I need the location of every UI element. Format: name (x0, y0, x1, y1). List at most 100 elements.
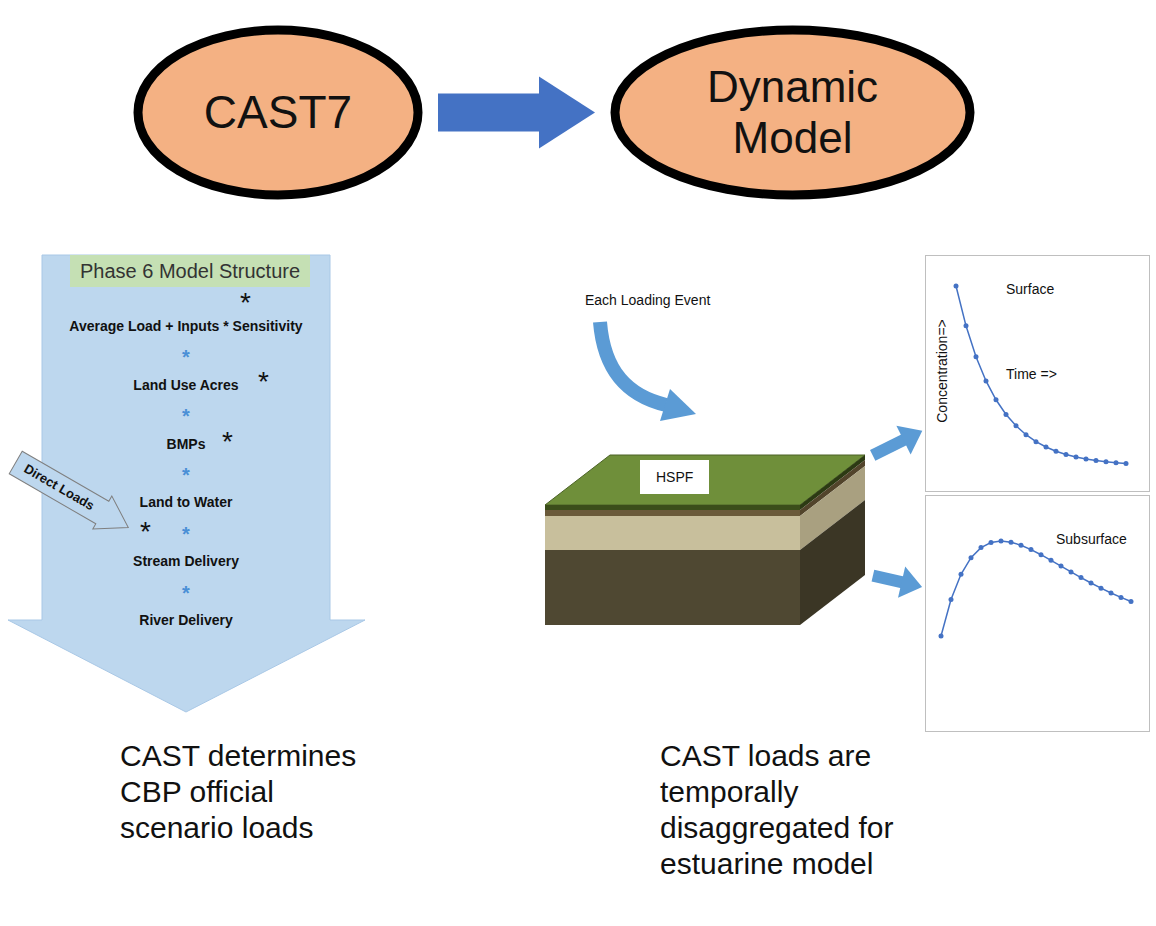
curve-point (1064, 452, 1069, 457)
curve-point (964, 323, 969, 328)
text-slot: Time => (1006, 366, 1057, 382)
step-text: BMPs (42, 436, 330, 452)
model-ellipse: Dynamic Model (610, 25, 975, 200)
curve-point (999, 539, 1004, 544)
soil-layer (545, 550, 800, 625)
curve-point (1079, 575, 1084, 580)
soil-layer (545, 505, 800, 510)
label-slot: * (140, 518, 151, 546)
arrow-shaft (873, 576, 903, 583)
text-slot: * (42, 465, 330, 485)
curve-point (954, 284, 959, 289)
arrow-shaft (438, 94, 540, 132)
small-arrow-shape (6, 446, 138, 544)
curve-point (1029, 547, 1034, 552)
callout-asterisk: * (240, 289, 251, 317)
curve-point (1019, 543, 1024, 548)
text-slot: Stream Delivery (42, 553, 330, 569)
text-slot: CAST7 (204, 86, 352, 139)
arrow-head (539, 77, 595, 149)
curve-point (1044, 445, 1049, 450)
curve-point (1034, 439, 1039, 444)
soil-layer (545, 510, 800, 516)
text-slot: * (42, 406, 330, 426)
curve-point (1089, 581, 1094, 586)
label-slot: CAST loads are temporally disaggregated … (660, 738, 950, 882)
curve-point (1119, 595, 1124, 600)
curve-point (1049, 558, 1054, 563)
text-slot: Average Load + Inputs * Sensitivity (42, 318, 330, 334)
text-slot: * (42, 583, 330, 603)
axis-label: Concentration=> (934, 319, 950, 423)
text-slot: Subsurface (1056, 531, 1127, 547)
arrow-head (898, 567, 922, 598)
ellipse-shape (615, 30, 970, 195)
curve-point (1104, 459, 1109, 464)
curve-point (1074, 455, 1079, 460)
curve-point (1039, 552, 1044, 557)
flow-arrow (438, 77, 595, 149)
curve-point (1094, 458, 1099, 463)
curve-point (959, 572, 964, 577)
multiply-sign: * (42, 347, 330, 367)
label-slot: CAST determines CBP official scenario lo… (120, 738, 390, 846)
curve-point (1124, 461, 1129, 466)
label-slot: * (258, 368, 269, 396)
model-ellipse: CAST7 (133, 25, 423, 200)
chart-title: Surface (1006, 281, 1054, 297)
label-slot: Each Loading Event (585, 292, 710, 309)
text-slot: Dynamic Model (678, 62, 908, 163)
hspf-block: HSPF (545, 450, 870, 625)
surface-chart: SurfaceTime => Concentration=> (925, 255, 1150, 492)
curve-point (974, 354, 979, 359)
arrow-shaft (873, 440, 905, 456)
label-slot: * (222, 428, 233, 456)
loading-event-arrow (600, 322, 666, 405)
curve-point (1109, 590, 1114, 595)
label-slot: * (240, 289, 251, 317)
node-text: Dynamic Model (678, 62, 908, 163)
multiply-sign: * (42, 406, 330, 426)
curve-point (989, 540, 994, 545)
caption-text: CAST determines CBP official scenario lo… (120, 738, 390, 846)
curve-point (994, 397, 999, 402)
step-text: Stream Delivery (42, 553, 330, 569)
big-arrow-shape (8, 255, 365, 712)
event-label: Each Loading Event (585, 292, 710, 309)
curve-point (1084, 457, 1089, 462)
callout-asterisk: * (258, 368, 269, 396)
step-text: River Delivery (42, 612, 330, 628)
step-text: Average Load + Inputs * Sensitivity (42, 318, 330, 334)
curve-point (1004, 412, 1009, 417)
node-text: HSPF (640, 460, 709, 494)
chart-title: Subsurface (1056, 531, 1127, 547)
concentration-curve (956, 286, 1126, 463)
curve-point (1069, 569, 1074, 574)
text-slot: Concentration=> (934, 319, 950, 423)
curve-point (1099, 586, 1104, 591)
curve-point (1009, 540, 1014, 545)
text-slot: Land Use Acres (42, 377, 330, 393)
node-text: CAST7 (204, 86, 352, 139)
text-slot: BMPs (42, 436, 330, 452)
loading-event-arrowhead (660, 389, 696, 421)
text-slot: * (42, 347, 330, 367)
text-slot: River Delivery (42, 612, 330, 628)
curve-point (1059, 564, 1064, 569)
arrow-head (896, 426, 922, 455)
curve-point (979, 545, 984, 550)
callout-asterisk: * (222, 428, 233, 456)
text-slot: * (42, 524, 330, 544)
multiply-sign: * (42, 583, 330, 603)
caption-text: CAST loads are temporally disaggregated … (660, 738, 950, 882)
header-fill (70, 255, 310, 287)
flow-arrow (873, 567, 922, 598)
curve-point (969, 555, 974, 560)
curve-point (1024, 432, 1029, 437)
curve-point (984, 378, 989, 383)
callout-asterisk: * (140, 518, 151, 546)
curve-point (939, 634, 944, 639)
multiply-sign: * (42, 465, 330, 485)
curve-point (1054, 449, 1059, 454)
